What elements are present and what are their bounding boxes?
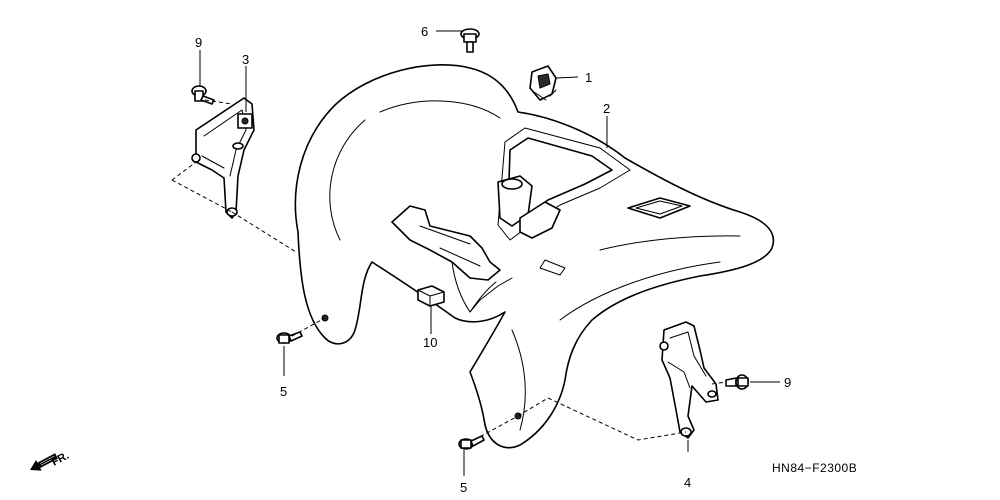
diagram-code: HN84−F2300B: [772, 461, 857, 475]
clip-nut-part-1: [529, 65, 557, 101]
callout-9-right: 9: [784, 375, 791, 390]
callout-2: 2: [603, 101, 610, 116]
right-bracket-part-4: [659, 321, 719, 439]
assembly-guide-lines: [171, 99, 727, 441]
callout-5-left: 5: [280, 384, 287, 399]
callout-10: 10: [423, 335, 437, 350]
callout-9-left: 9: [195, 35, 202, 50]
bolt-part-6: [460, 28, 480, 53]
callout-4: 4: [684, 475, 691, 490]
callout-1: 1: [585, 70, 592, 85]
leader-lines: [199, 30, 780, 476]
bolt-part-5-bottom: [458, 435, 485, 450]
rubber-block-part-10: [417, 285, 445, 307]
left-bracket-part-3: [191, 97, 255, 219]
bolt-part-9-right: [725, 374, 749, 390]
callout-5-bottom: 5: [460, 480, 467, 495]
front-direction-arrow-icon: [30, 453, 58, 471]
front-direction-label: FR.: [50, 450, 71, 469]
callout-3: 3: [242, 52, 249, 67]
bolt-part-5-left: [276, 331, 303, 344]
callout-6: 6: [421, 24, 428, 39]
bolt-part-9-left: [191, 85, 215, 105]
rear-fender: [294, 64, 775, 449]
